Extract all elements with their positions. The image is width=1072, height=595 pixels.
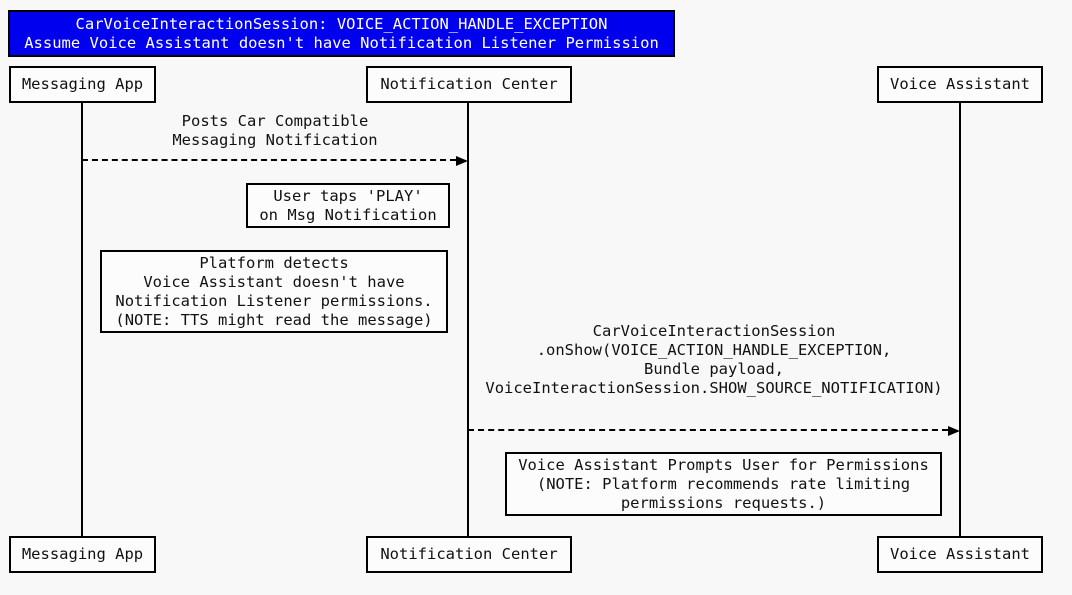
note-platform-detects-line-4: (NOTE: TTS might read the message) <box>115 310 433 329</box>
note-voice-assistant-prompts-line-3: permissions requests.) <box>620 493 827 512</box>
message-1-label: Posts Car Compatible Messaging Notificat… <box>82 112 468 150</box>
actor-label-voice-assistant-top: Voice Assistant <box>890 75 1030 93</box>
note-voice-assistant-prompts-line-2: (NOTE: Platform recommends rate limiting <box>536 474 911 493</box>
message-2-label-line-3: Bundle payload, <box>644 360 784 378</box>
note-voice-assistant-prompts: Voice Assistant Prompts User for Permiss… <box>505 452 942 516</box>
message-2-label: CarVoiceInteractionSession .onShow(VOICE… <box>468 322 960 398</box>
note-platform-detects-line-1: Platform detects <box>199 253 349 272</box>
actor-label-notification-center-bottom: Notification Center <box>380 545 558 563</box>
message-2-label-line-1: CarVoiceInteractionSession <box>592 322 836 340</box>
lifeline-messaging-app <box>81 103 83 536</box>
note-user-taps-play-line-2: on Msg Notification <box>259 205 437 224</box>
note-voice-assistant-prompts-line-1: Voice Assistant Prompts User for Permiss… <box>518 455 929 474</box>
actor-box-messaging-app-bottom: Messaging App <box>9 536 156 573</box>
actor-label-notification-center-top: Notification Center <box>380 75 558 93</box>
message-2-arrowhead-icon <box>948 426 960 436</box>
lifeline-voice-assistant <box>959 103 961 536</box>
actor-box-messaging-app-top: Messaging App <box>9 66 156 103</box>
diagram-title-line-1: CarVoiceInteractionSession: VOICE_ACTION… <box>75 14 608 33</box>
actor-label-messaging-app-bottom: Messaging App <box>21 545 144 563</box>
note-user-taps-play: User taps 'PLAY' on Msg Notification <box>246 183 450 228</box>
message-2-label-line-4: VoiceInteractionSession.SHOW_SOURCE_NOTI… <box>485 379 943 397</box>
note-platform-detects-line-3: Notification Listener permissions. <box>115 291 433 310</box>
message-1-arrowhead-icon <box>456 156 468 166</box>
actor-box-notification-center-bottom: Notification Center <box>366 536 572 573</box>
actor-box-voice-assistant-bottom: Voice Assistant <box>877 536 1043 573</box>
message-2-arrow-line <box>468 429 948 431</box>
message-2-label-line-2: .onShow(VOICE_ACTION_HANDLE_EXCEPTION, <box>536 341 892 359</box>
actor-box-voice-assistant-top: Voice Assistant <box>877 66 1043 103</box>
message-1-label-line-1: Posts Car Compatible <box>181 112 369 130</box>
actor-label-messaging-app-top: Messaging App <box>21 75 144 93</box>
message-1-label-line-2: Messaging Notification <box>172 131 378 149</box>
lifeline-notification-center <box>467 103 469 536</box>
diagram-title-box: CarVoiceInteractionSession: VOICE_ACTION… <box>8 10 675 57</box>
note-platform-detects-line-2: Voice Assistant doesn't have <box>143 272 405 291</box>
note-platform-detects: Platform detects Voice Assistant doesn't… <box>100 250 448 333</box>
diagram-title-line-2: Assume Voice Assistant doesn't have Noti… <box>24 33 659 52</box>
actor-label-voice-assistant-bottom: Voice Assistant <box>890 545 1030 563</box>
note-user-taps-play-line-1: User taps 'PLAY' <box>273 186 423 205</box>
actor-box-notification-center-top: Notification Center <box>366 66 572 103</box>
message-1-arrow-line <box>82 159 456 161</box>
